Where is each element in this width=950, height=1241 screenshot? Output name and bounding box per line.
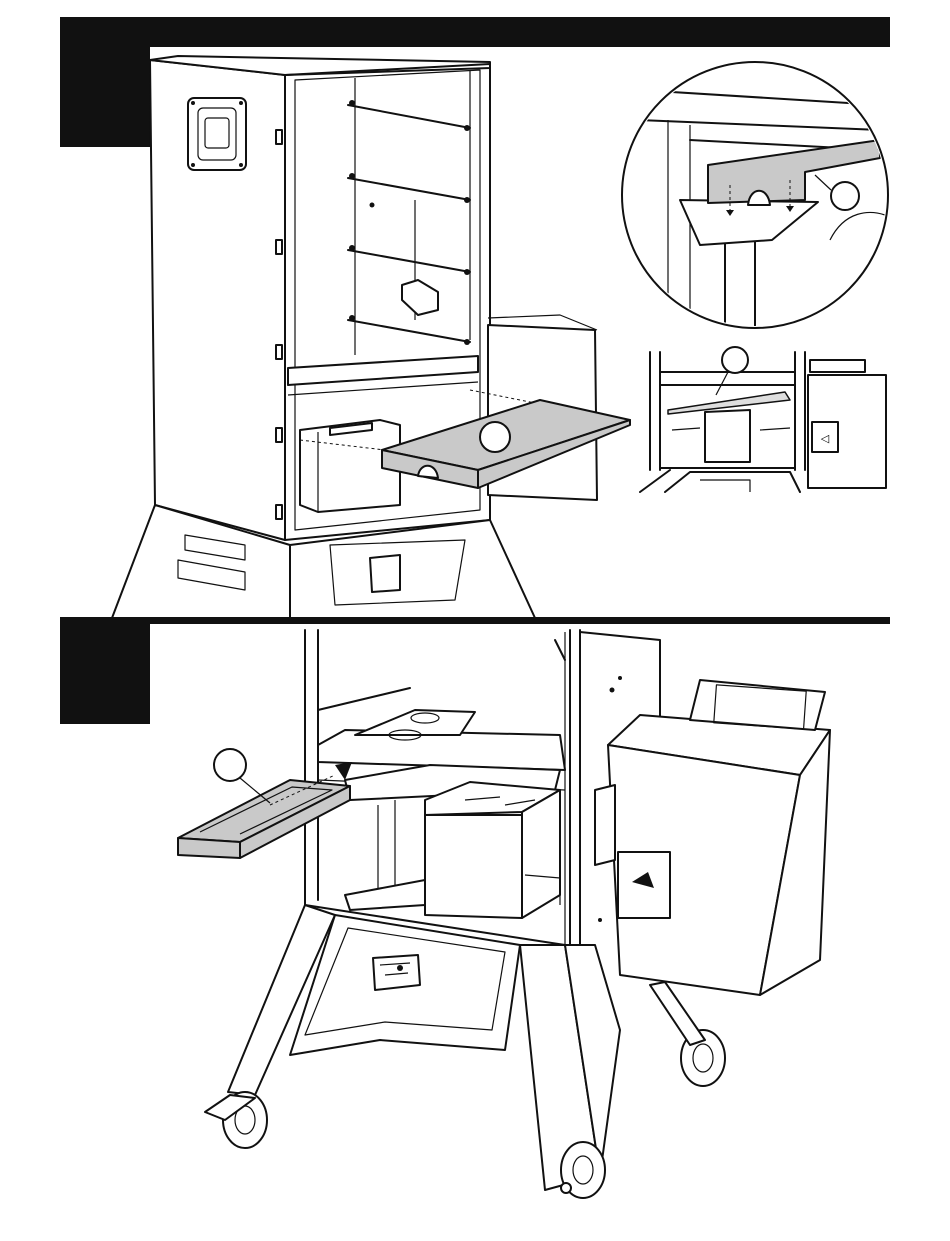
inset-front-view: ◁ — [640, 347, 886, 492]
inset-callout-circle — [722, 347, 748, 373]
detail-callout-circle — [831, 182, 859, 210]
caster-wheel-icon — [561, 1142, 605, 1198]
step-1-number-box — [60, 17, 150, 147]
step-2-callout-circle — [214, 749, 246, 781]
side-handle-icon — [188, 98, 246, 170]
rack-rail — [348, 100, 470, 345]
caster-wheel-icon — [205, 1092, 267, 1148]
step-2-smoker-assembly — [205, 630, 830, 1198]
leg-base-front — [290, 520, 535, 618]
detail-magnified-view — [622, 62, 888, 330]
grease-tray-icon — [178, 749, 352, 858]
step-2-number-box — [60, 617, 150, 724]
step-1-callout-circle — [480, 422, 510, 452]
inset-hopper-icon: ◁ — [821, 433, 830, 445]
step-1-smoker-cabinet — [112, 56, 597, 618]
caster-wheel-icon — [650, 982, 725, 1086]
pellet-hopper-icon — [595, 680, 830, 995]
